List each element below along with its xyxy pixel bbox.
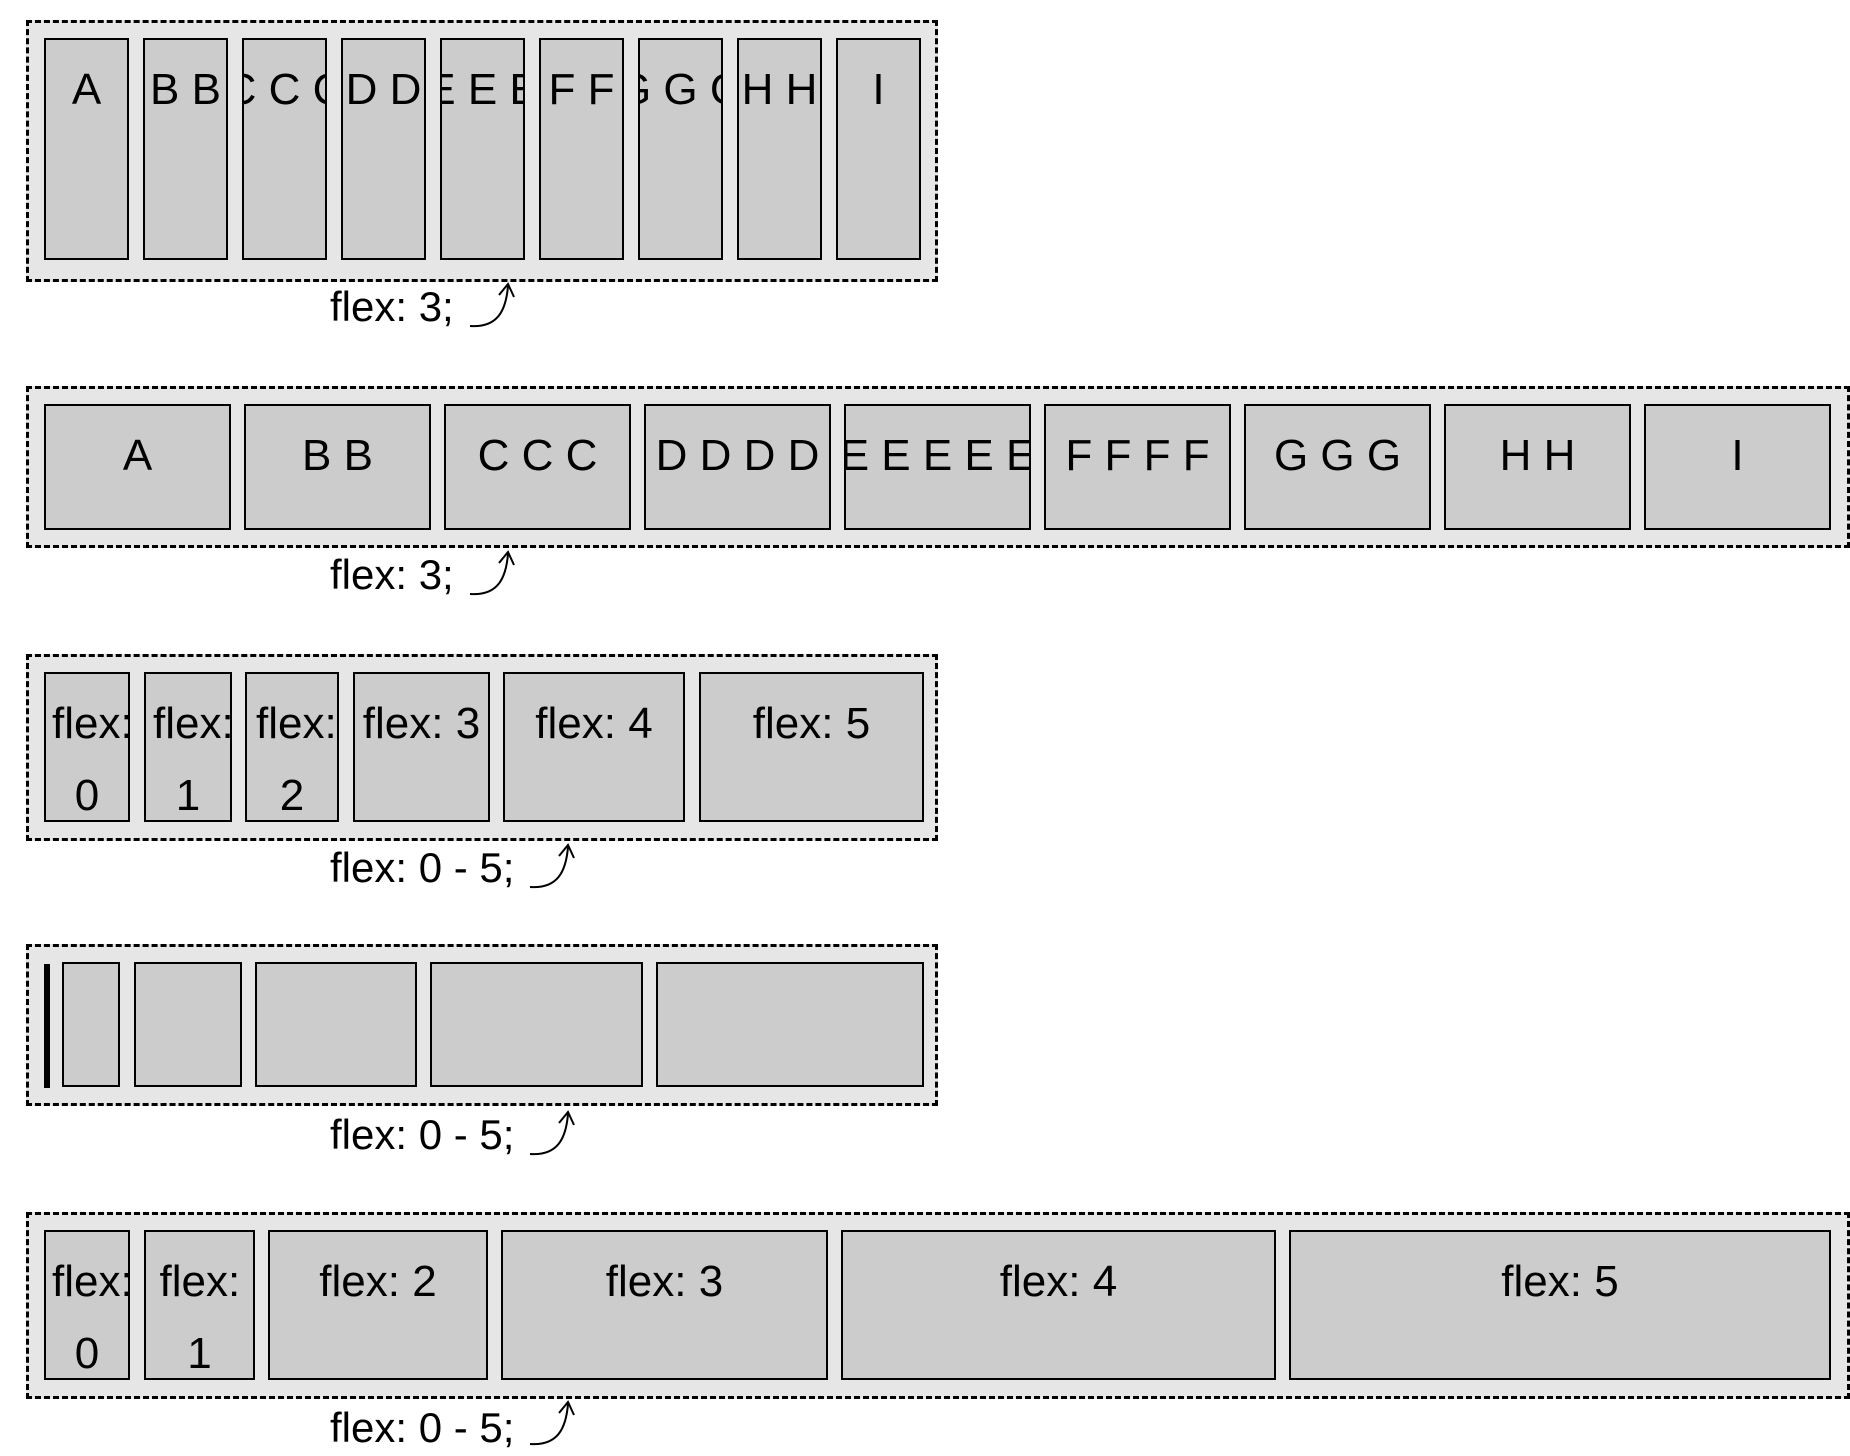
item-text: C C C [244,65,325,114]
item-text: flex: 4 [999,1257,1118,1306]
flex-item-zero-width [44,964,50,1088]
flex-item-4 [430,962,643,1087]
item-text: A [122,431,153,480]
curved-arrow-icon [529,843,575,889]
flex-item-flex-1: flex: 1 [144,1230,255,1380]
row-label-5: flex: 0 - 5; [330,1404,515,1451]
item-text: C C C [477,431,598,480]
item-text: G G G [640,65,721,114]
item-text: flex: 0 [52,1257,130,1378]
flex-item-a: A [44,38,129,260]
flex-item-g: G G G [1244,404,1431,530]
item-text: D D D D [343,65,424,114]
flex-container-1: A B B C C C D D D D E E E E E F F F F G … [26,20,938,282]
item-text: F F F F [541,65,622,114]
flex-item-b: B B [143,38,228,260]
curved-arrow-icon [529,1400,575,1446]
item-text: flex: 1 [153,699,232,820]
item-text: E E E E E [442,65,523,114]
flex-item-flex-4: flex: 4 [841,1230,1276,1380]
flex-item-i: I [836,38,921,260]
item-text: flex: 2 [256,699,337,820]
curved-arrow-icon [469,550,515,596]
flex-item-d: D D D D [341,38,426,260]
item-text: flex: 5 [752,699,871,748]
flex-item-f: F F F F [539,38,624,260]
item-text: B B [302,431,373,480]
item-text: flex: 3 [605,1257,724,1306]
flex-item-c: C C C [242,38,327,260]
item-text: E E E E E [844,431,1031,480]
flex-item-flex-1: flex: 1 [144,672,232,822]
flex-item-1 [62,962,120,1087]
flex-item-c: C C C [444,404,631,530]
flex-item-i: I [1644,404,1831,530]
item-text: F F F F [1065,431,1210,480]
flex-item-d: D D D D [644,404,831,530]
flex-item-g: G G G [638,38,723,260]
flex-item-flex-3: flex: 3 [353,672,490,822]
flex-item-f: F F F F [1044,404,1231,530]
item-text: G G G [1273,431,1402,480]
item-text: flex: 2 [319,1257,437,1306]
flex-item-flex-0: flex: 0 [44,672,130,822]
row-label-2: flex: 3; [330,551,454,598]
flex-item-b: B B [244,404,431,530]
flex-item-flex-2: flex: 2 [245,672,339,822]
item-text: flex: 1 [159,1257,241,1378]
item-text: B B [150,65,221,114]
flex-container-5: flex: 0 flex: 1 flex: 2 flex: 3 flex: 4 … [26,1212,1850,1399]
item-text: I [1731,431,1744,480]
flex-item-flex-2: flex: 2 [268,1230,488,1380]
flex-item-flex-5: flex: 5 [699,672,924,822]
curved-arrow-icon [469,282,515,328]
flex-item-2 [134,962,242,1087]
flex-item-a: A [44,404,231,530]
flex-item-flex-5: flex: 5 [1289,1230,1831,1380]
row-label-1: flex: 3; [330,283,454,330]
flex-item-e: E E E E E [440,38,525,260]
flex-item-5 [656,962,924,1087]
item-text: flex: 4 [535,699,653,748]
flex-item-flex-4: flex: 4 [503,672,685,822]
flex-container-2: A B B C C C D D D D E E E E E F F F F G … [26,386,1850,548]
flex-item-e: E E E E E [844,404,1031,530]
row-label-3: flex: 0 - 5; [330,844,515,891]
curved-arrow-icon [529,1110,575,1156]
item-text: flex: 5 [1501,1257,1619,1306]
flex-item-flex-0: flex: 0 [44,1230,130,1380]
flex-item-3 [255,962,417,1087]
item-text: flex: 3 [362,699,481,748]
flex-container-4 [26,944,938,1106]
item-text: flex: 0 [52,699,130,820]
item-text: I [872,65,885,114]
row-label-4: flex: 0 - 5; [330,1111,515,1158]
item-text: H H [741,65,818,114]
flex-item-h: H H [737,38,822,260]
flex-item-flex-3: flex: 3 [501,1230,828,1380]
item-text: H H [1499,431,1576,480]
item-text: D D D D [655,431,820,480]
item-text: A [71,65,102,114]
flex-container-3: flex: 0 flex: 1 flex: 2 flex: 3 flex: 4 … [26,654,938,841]
flex-item-h: H H [1444,404,1631,530]
